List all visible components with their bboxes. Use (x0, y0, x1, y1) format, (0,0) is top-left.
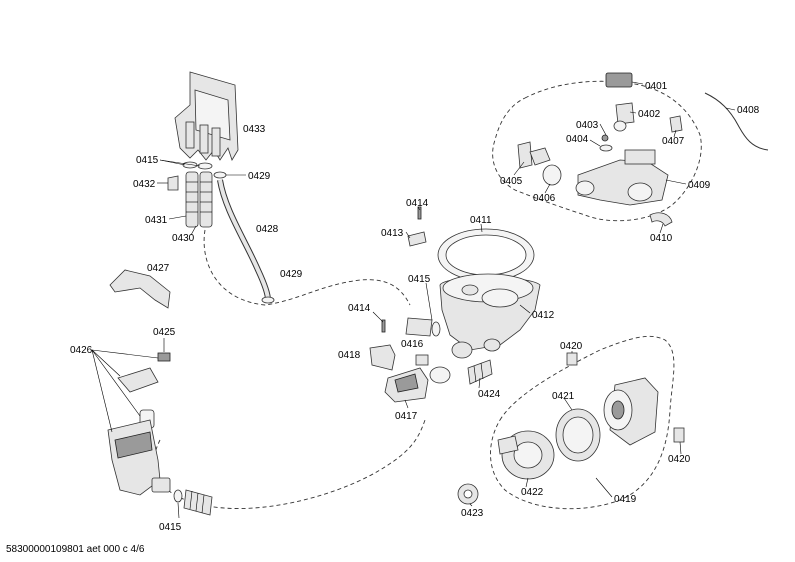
label-0419: 0419 (614, 494, 637, 505)
part-0419-circulation-pump (603, 377, 659, 446)
part-0418-bracket (369, 344, 396, 371)
label-0405: 0405 (500, 176, 523, 187)
part-0406-ring (542, 164, 562, 186)
label-0417: 0417 (395, 411, 418, 422)
label-0404: 0404 (566, 134, 589, 145)
part-connector-hose-lower (183, 489, 213, 516)
label-0407: 0407 (662, 136, 685, 147)
label-0414-lower: 0414 (348, 303, 371, 314)
part-0415-connector-center (405, 317, 441, 337)
part-0404 (599, 144, 613, 152)
part-0429-clamp-upper (213, 171, 227, 179)
part-0401 (605, 72, 633, 88)
part-0427-cover (109, 269, 171, 309)
label-0428: 0428 (256, 224, 279, 235)
label-0411: 0411 (470, 215, 492, 226)
label-0429-lower: 0429 (280, 269, 303, 280)
label-0410: 0410 (650, 233, 673, 244)
label-0432: 0432 (133, 179, 156, 190)
dashed-hose-path-upper (203, 229, 411, 306)
label-0420-upper: 0420 (560, 341, 583, 352)
part-0420-lower (673, 427, 685, 443)
part-0433-bracket (174, 71, 239, 161)
label-0420-lower: 0420 (668, 454, 691, 465)
label-0413: 0413 (381, 228, 404, 239)
part-0417-drain-pump (384, 367, 429, 403)
part-0425 (157, 352, 171, 362)
label-0418: 0418 (338, 350, 361, 361)
part-0413 (407, 231, 427, 247)
part-0412-sump (439, 273, 541, 359)
part-0415-rings-upper (182, 161, 213, 170)
label-0416: 0416 (401, 339, 424, 350)
label-0408: 0408 (737, 105, 760, 116)
part-0407 (669, 115, 683, 133)
label-0403: 0403 (576, 120, 599, 131)
label-0401: 0401 (645, 81, 668, 92)
part-0423-seal (457, 483, 479, 505)
part-ring-0417 (429, 366, 451, 384)
part-0415-ring-lower (173, 489, 183, 503)
part-0402 (613, 102, 635, 132)
part-0429-clamp-lower (261, 296, 275, 304)
part-0403 (601, 134, 609, 142)
label-0415-upper: 0415 (136, 155, 159, 166)
label-0415-lower: 0415 (159, 522, 182, 533)
label-0426: 0426 (70, 345, 93, 356)
part-0421 (555, 408, 601, 462)
part-0409-heater-assembly (575, 149, 669, 206)
part-0411-seal-ring (437, 228, 535, 282)
label-0425: 0425 (153, 327, 176, 338)
part-0424-hose (467, 359, 493, 385)
part-0422-volute (497, 430, 555, 480)
label-0429-upper: 0429 (248, 171, 271, 182)
part-0420-upper (566, 352, 578, 366)
label-0422: 0422 (521, 487, 544, 498)
leader-lines (91, 81, 736, 519)
label-0406: 0406 (533, 193, 556, 204)
label-0433: 0433 (243, 124, 266, 135)
label-0402: 0402 (638, 109, 661, 120)
label-0415-center: 0415 (408, 274, 431, 285)
document-reference-footer: 58300000109801 aet 000 c 4/6 (6, 544, 145, 555)
label-0421: 0421 (552, 391, 575, 402)
label-0430: 0430 (172, 233, 195, 244)
part-0405 (517, 141, 551, 169)
part-0426-assembly (107, 367, 171, 496)
dashed-group-0419 (490, 335, 675, 510)
part-0414-screw-upper (417, 206, 422, 220)
label-0424: 0424 (478, 389, 501, 400)
label-0409: 0409 (688, 180, 711, 191)
part-0408-cable (704, 92, 769, 151)
label-0431: 0431 (145, 215, 168, 226)
part-0432-clip (167, 175, 179, 191)
part-0416 (415, 354, 429, 366)
label-0412: 0412 (532, 310, 555, 321)
part-0410-clip (649, 212, 673, 227)
part-0431-hose (199, 171, 213, 228)
part-0430-hose (185, 171, 199, 228)
label-0427: 0427 (147, 263, 170, 274)
label-0414-upper: 0414 (406, 198, 429, 209)
part-0414-screw-lower (381, 319, 386, 333)
label-0423: 0423 (461, 508, 484, 519)
